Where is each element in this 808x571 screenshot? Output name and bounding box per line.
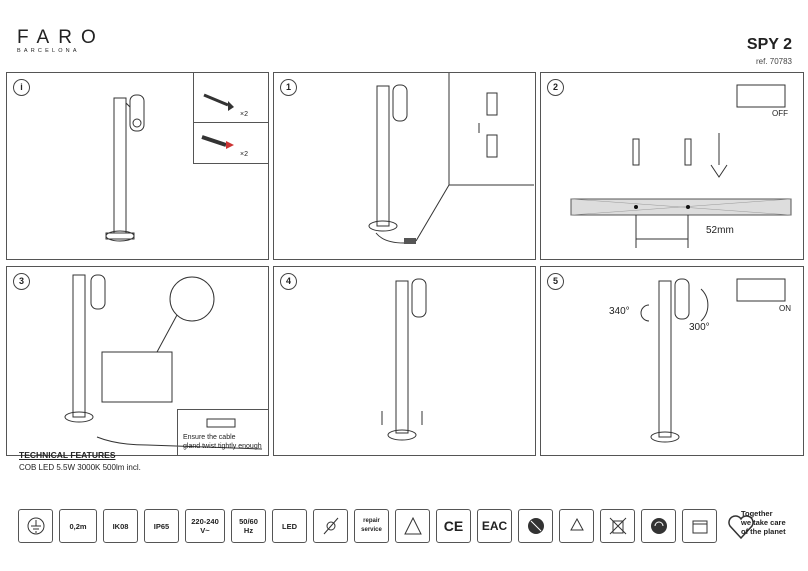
eac-label: EAC — [481, 518, 508, 533]
weee-bin-icon — [600, 509, 635, 543]
ce-mark-icon: CE — [436, 509, 471, 543]
green-dot-icon — [641, 509, 676, 543]
repair-service-icon: repair service — [354, 509, 389, 543]
technical-title: TECHNICAL FEATURES — [19, 450, 116, 460]
planet-line-3: of the planet — [741, 527, 786, 536]
ce-label: CE — [443, 517, 464, 534]
drilling-illustration — [570, 84, 792, 248]
screw-icon — [201, 93, 234, 149]
esd-icon — [395, 509, 430, 543]
rotation-illustration — [640, 278, 786, 443]
ik08-icon: IK08 — [103, 509, 138, 543]
ik-label: IK08 — [112, 521, 129, 531]
recycle-icon — [559, 509, 594, 543]
led-label: LED — [282, 521, 297, 531]
planet-heart-icon — [723, 509, 758, 543]
hardware-box: ×2 ×2 — [193, 73, 268, 164]
panel-step-4: 4 — [273, 266, 536, 456]
product-title: SPY 2 — [746, 36, 792, 53]
eac-mark-icon: EAC — [477, 509, 512, 543]
planet-slogan: Together we take care of the planet — [741, 509, 786, 536]
step-badge-4: 4 — [280, 273, 297, 290]
class-1-earth-icon — [18, 509, 53, 543]
off-label: OFF — [772, 109, 788, 118]
planet-line-1: Together — [741, 509, 773, 518]
on-label: ON — [779, 304, 791, 313]
step-badge-3: 3 — [13, 273, 30, 290]
step-badge-i: i — [13, 79, 30, 96]
step-badge-2: 2 — [547, 79, 564, 96]
ip65-icon: IP65 — [144, 509, 179, 543]
bulb-icon — [313, 509, 348, 543]
panel-step-3: 3 Ensure the cable gland twist tightly e… — [6, 266, 269, 456]
panel-step-2: 2 OFF 52mm — [540, 72, 804, 260]
certification-icons: 0,2m IK08 IP65 220-240 V~ 50/60 Hz LED r… — [18, 509, 758, 543]
note-line-1: Ensure the cable — [183, 434, 236, 441]
freq-bottom-label: Hz — [243, 526, 254, 535]
led-not-replaceable-icon: LED — [272, 509, 307, 543]
voltage-top-label: 220-240 — [191, 517, 219, 526]
note-line-2: gland twist tightly enough — [183, 443, 262, 450]
lamp-illustration — [105, 94, 145, 242]
voltage-icon: 220-240 V~ — [185, 509, 225, 543]
plug-qty: ×2 — [240, 151, 248, 158]
screw-qty: ×2 — [240, 111, 248, 118]
fixing-illustration — [381, 278, 427, 441]
distance-label: 52mm — [706, 225, 734, 236]
voltage-bottom-label: V~ — [200, 526, 210, 535]
angle-right: 300° — [689, 322, 710, 333]
cable-length-icon: 0,2m — [59, 509, 97, 543]
brand-name: FARO — [17, 27, 105, 48]
panel-step-5: 5 340° 300° ON — [540, 266, 804, 456]
freq-top-label: 50/60 — [239, 517, 258, 526]
packaging-icon — [682, 509, 717, 543]
planet-line-2: we take care — [741, 518, 786, 527]
brand-sub: BARCELONA — [17, 48, 80, 54]
panel-step-1: 1 — [273, 72, 536, 260]
wiring-illustration — [64, 274, 263, 450]
product-ref: ref. 70783 — [755, 57, 792, 66]
no-bin-icon — [518, 509, 553, 543]
frequency-icon: 50/60 Hz — [231, 509, 266, 543]
cable-gland-note: Ensure the cable gland twist tightly eno… — [183, 433, 262, 451]
brand-logo: FARO BARCELONA — [17, 28, 105, 54]
ip-label: IP65 — [153, 521, 170, 531]
cable-length-label: 0,2m — [69, 521, 87, 531]
angle-left: 340° — [609, 306, 630, 317]
step-badge-5: 5 — [547, 273, 564, 290]
connector-illustration — [368, 73, 534, 244]
step-badge-1: 1 — [280, 79, 297, 96]
technical-description: COB LED 5.5W 3000K 500lm incl. — [19, 463, 141, 472]
panel-info: i ×2 ×2 — [6, 72, 269, 260]
repair-label: repair service — [361, 518, 382, 533]
